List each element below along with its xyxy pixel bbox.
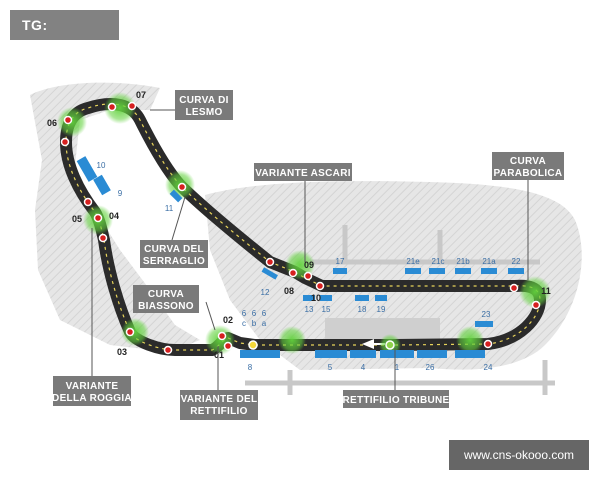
turn-number: 01 xyxy=(214,350,224,360)
stand-label: 4 xyxy=(361,363,366,372)
stand-label: 6 xyxy=(252,309,257,318)
label-curva-biassono: CURVA BIASSONO xyxy=(133,285,199,313)
stand-label: 18 xyxy=(358,305,367,314)
label-curva-lesmo: CURVA DI LESMO xyxy=(175,90,233,120)
label-variante-roggia: VARIANTE DELLA ROGGIA xyxy=(52,376,132,406)
svg-text:BIASSONO: BIASSONO xyxy=(138,301,194,312)
finish-line-marker xyxy=(385,340,395,350)
stand-label: 9 xyxy=(118,189,123,198)
grandstands xyxy=(76,156,524,358)
stand-label: 21a xyxy=(482,257,496,266)
stand-label: 12 xyxy=(261,288,270,297)
svg-text:CURVA DEL: CURVA DEL xyxy=(144,244,204,255)
tag-label: TG: MYYJJPP xyxy=(10,10,119,63)
terrain-north xyxy=(30,82,200,353)
stand-label: 1 xyxy=(395,363,400,372)
stand-label: 13 xyxy=(305,305,314,314)
stand-label: 10 xyxy=(97,161,106,170)
direction-arrow xyxy=(362,339,374,349)
stand-label: 5 xyxy=(328,363,333,372)
stand-label: 23 xyxy=(482,310,491,319)
stand-label: 15 xyxy=(322,305,331,314)
stand-label: 19 xyxy=(377,305,386,314)
turn-number: 06 xyxy=(47,118,57,128)
svg-text:VARIANTE ASCARI: VARIANTE ASCARI xyxy=(255,168,351,179)
turn-number: 07 xyxy=(136,90,146,100)
svg-text:DELLA ROGGIA: DELLA ROGGIA xyxy=(52,393,132,404)
svg-text:RETTIFILIO TRIBUNE: RETTIFILIO TRIBUNE xyxy=(342,395,449,406)
stand-label: 21e xyxy=(406,257,420,266)
turn-number: 09 xyxy=(304,260,314,270)
svg-text:PARABOLICA: PARABOLICA xyxy=(494,168,563,179)
turn-number: 05 xyxy=(72,214,82,224)
stand-label: 17 xyxy=(336,257,345,266)
corner-labels: CURVA DI LESMO VARIANTE ASCARI CURVA PAR… xyxy=(52,90,564,420)
stand-label: 6 xyxy=(262,309,267,318)
svg-text:VARIANTE DEL: VARIANTE DEL xyxy=(181,394,258,405)
stand-label: 8 xyxy=(248,363,253,372)
watermark: www.cns-okooo.com xyxy=(449,440,589,470)
stand-label: 6 xyxy=(242,309,247,318)
turn-number: 02 xyxy=(223,315,233,325)
label-connectors xyxy=(91,109,529,390)
turn-numbers: 01 02 04 05 06 07 08 09 10 11 03 xyxy=(47,90,551,360)
svg-text:CURVA: CURVA xyxy=(510,156,546,167)
label-variante-ascari: VARIANTE ASCARI xyxy=(254,163,352,181)
label-curva-serraglio: CURVA DEL SERRAGLIO xyxy=(140,240,208,268)
svg-text:LESMO: LESMO xyxy=(185,107,222,118)
stand-label: b xyxy=(252,319,257,328)
svg-text:RETTIFILIO: RETTIFILIO xyxy=(190,406,247,417)
svg-text:VARIANTE: VARIANTE xyxy=(66,381,119,392)
stand-label: a xyxy=(262,319,267,328)
turn-number: 04 xyxy=(109,211,119,221)
stand-label: 21b xyxy=(456,257,470,266)
turn-number: 03 xyxy=(117,347,127,357)
stand-label: 21c xyxy=(432,257,445,266)
svg-text:CURVA DI: CURVA DI xyxy=(179,95,228,106)
svg-text:SERRAGLIO: SERRAGLIO xyxy=(143,256,205,267)
service-roads xyxy=(245,225,555,395)
stand-label: c xyxy=(242,319,246,328)
stand-label: 22 xyxy=(512,257,521,266)
label-curva-parabolica: CURVA PARABOLICA xyxy=(492,152,564,180)
turn-number: 10 xyxy=(311,293,321,303)
stand-label: 26 xyxy=(426,363,435,372)
turn-number: 11 xyxy=(541,286,551,296)
svg-text:CURVA: CURVA xyxy=(148,289,184,300)
turn-number: 08 xyxy=(284,286,294,296)
stand-numbers: 10 9 11 12 17 21e 21c 21b 21a 22 13 15 1… xyxy=(97,161,521,372)
stand-label: 11 xyxy=(165,204,174,213)
turn-markers xyxy=(60,101,541,355)
start-line-marker xyxy=(248,340,258,350)
label-variante-rettifilio: VARIANTE DEL RETTIFILIO xyxy=(180,390,258,420)
label-rettifilio-tribune: RETTIFILIO TRIBUNE xyxy=(342,390,449,408)
stand-label: 24 xyxy=(484,363,493,372)
